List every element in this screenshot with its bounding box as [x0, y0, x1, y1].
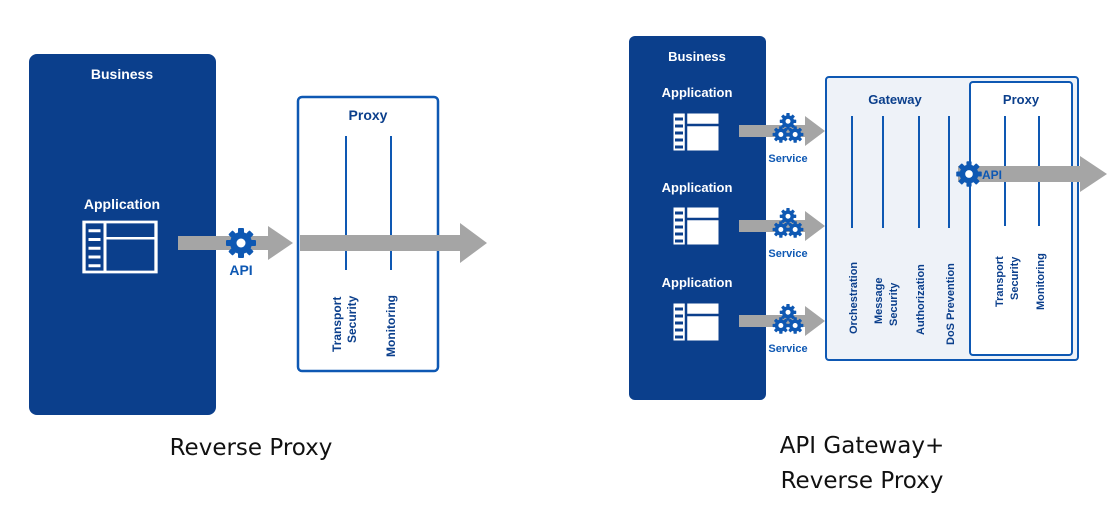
application-window-icon — [670, 204, 722, 248]
security-label: Security — [1009, 256, 1021, 300]
proxy-title: Proxy — [349, 107, 388, 123]
application-label: Application — [662, 275, 733, 290]
api-label: API — [229, 262, 252, 278]
authorization-label: Authorization — [915, 264, 927, 335]
reverse-proxy-caption: Reverse Proxy — [169, 435, 333, 461]
gateway-caption-line-1: API Gateway+ — [779, 433, 945, 459]
dos-prevention-label: DoS Prevention — [945, 263, 957, 345]
api-gateway-diagram: Gateway Proxy Orchestration Message Secu… — [629, 36, 1107, 400]
application-label: Application — [84, 196, 160, 212]
message-security-label: Security — [888, 282, 900, 326]
gear-icon — [226, 228, 256, 258]
orchestration-label: Orchestration — [848, 262, 860, 334]
business-label: Business — [668, 49, 726, 64]
gear-icon — [956, 161, 982, 187]
monitoring-label: Monitoring — [1035, 253, 1047, 310]
proxy-title: Proxy — [1003, 92, 1040, 107]
arrow-icon — [958, 156, 1107, 192]
message-label: Message — [873, 278, 885, 324]
gateway-title: Gateway — [868, 92, 922, 107]
application-label: Application — [662, 180, 733, 195]
proxy-box — [296, 95, 440, 373]
transport-label: Transport — [994, 256, 1006, 307]
security-label: Security — [345, 295, 359, 343]
service-label: Service — [768, 153, 807, 165]
application-label: Application — [662, 85, 733, 100]
service-label: Service — [768, 248, 807, 260]
reverse-proxy-diagram: Business Application API Proxy Transport… — [29, 54, 487, 415]
business-label: Business — [91, 66, 153, 82]
gateway-caption-line-2: Reverse Proxy — [780, 468, 944, 494]
proxy-box — [969, 81, 1073, 356]
application-window-icon — [670, 300, 722, 344]
application-window-icon — [82, 220, 158, 274]
monitoring-label: Monitoring — [384, 295, 398, 357]
service-label: Service — [768, 343, 807, 355]
application-row: Application Service — [662, 275, 825, 355]
arrow-icon — [300, 223, 487, 263]
application-row: Application Service — [662, 85, 825, 165]
api-label: API — [982, 168, 1002, 182]
transport-label: Transport — [330, 297, 344, 352]
application-row: Application Service — [662, 180, 825, 260]
application-window-icon — [670, 110, 722, 154]
